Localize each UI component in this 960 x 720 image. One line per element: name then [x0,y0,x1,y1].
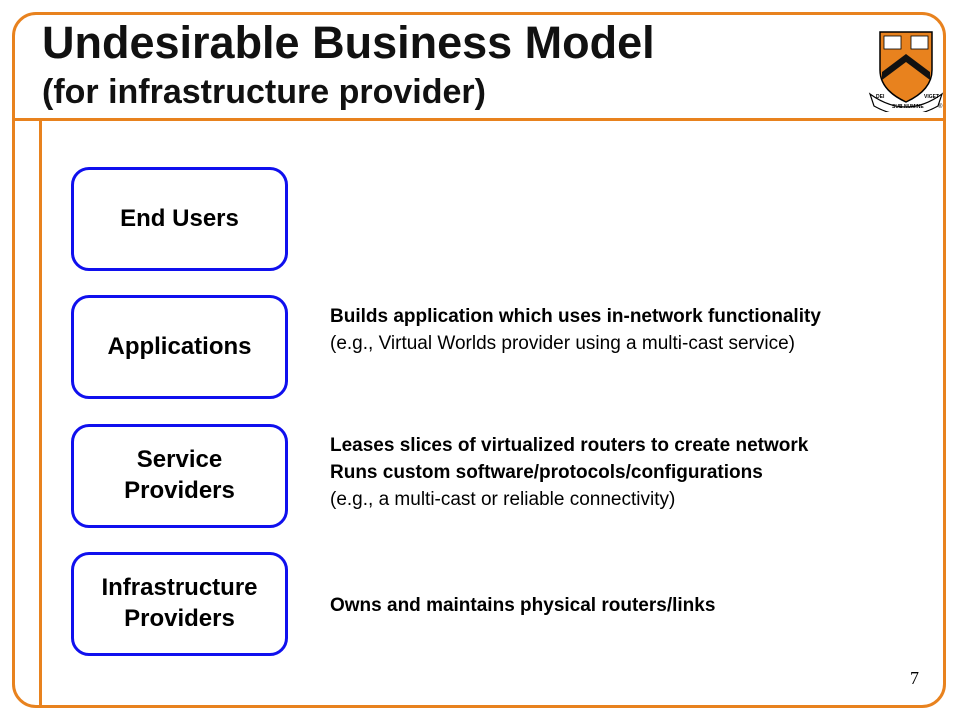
infrastructure-providers-description: Owns and maintains physical routers/link… [330,592,715,619]
service-providers-description: Leases slices of virtualized routers to … [330,432,808,513]
layer-label-line-2: Providers [124,605,235,632]
layer-label-line-2: Providers [124,477,235,504]
layer-box-infrastructure-providers: Infrastructure Providers [71,552,288,656]
layer-box-end-users: End Users [71,167,288,271]
description-bold-line: Builds application which uses in-network… [330,306,821,327]
layer-box-service-providers: Service Providers [71,424,288,528]
logo-motto-left: DEI [876,94,885,100]
description-bold-line: Owns and maintains physical routers/link… [330,595,716,616]
page-number: 7 [910,668,919,688]
logo-motto-center: SUB NUMINE [892,104,924,110]
description-bold-line: Leases slices of virtualized routers to … [330,435,809,456]
logo-motto-right: VIGET [924,94,939,100]
title-line-1: Undesirable Business Model [42,17,655,68]
description-example-line: (e.g., a multi-cast or reliable connecti… [330,489,676,510]
slide-title: Undesirable Business Model (for infrastr… [42,20,655,109]
layer-label: End Users [120,204,239,232]
layer-box-applications: Applications [71,295,288,399]
applications-description: Builds application which uses in-network… [330,303,821,357]
layer-label: Applications [107,332,252,360]
title-line-2: (for infrastructure provider) [42,73,486,111]
description-bold-line: Runs custom software/protocols/configura… [330,462,763,483]
university-shield-icon: DEI SUB NUMINE VIGET ® [868,31,944,112]
left-accent-line [39,118,42,708]
slide-frame [12,12,946,708]
layer-label-line-1: Service [136,446,223,474]
layer-label-line-1: Infrastructure [101,574,258,602]
description-example-line: (e.g., Virtual Worlds provider using a m… [330,333,795,354]
logo-registered-mark: ® [938,103,943,110]
title-divider [12,118,946,121]
